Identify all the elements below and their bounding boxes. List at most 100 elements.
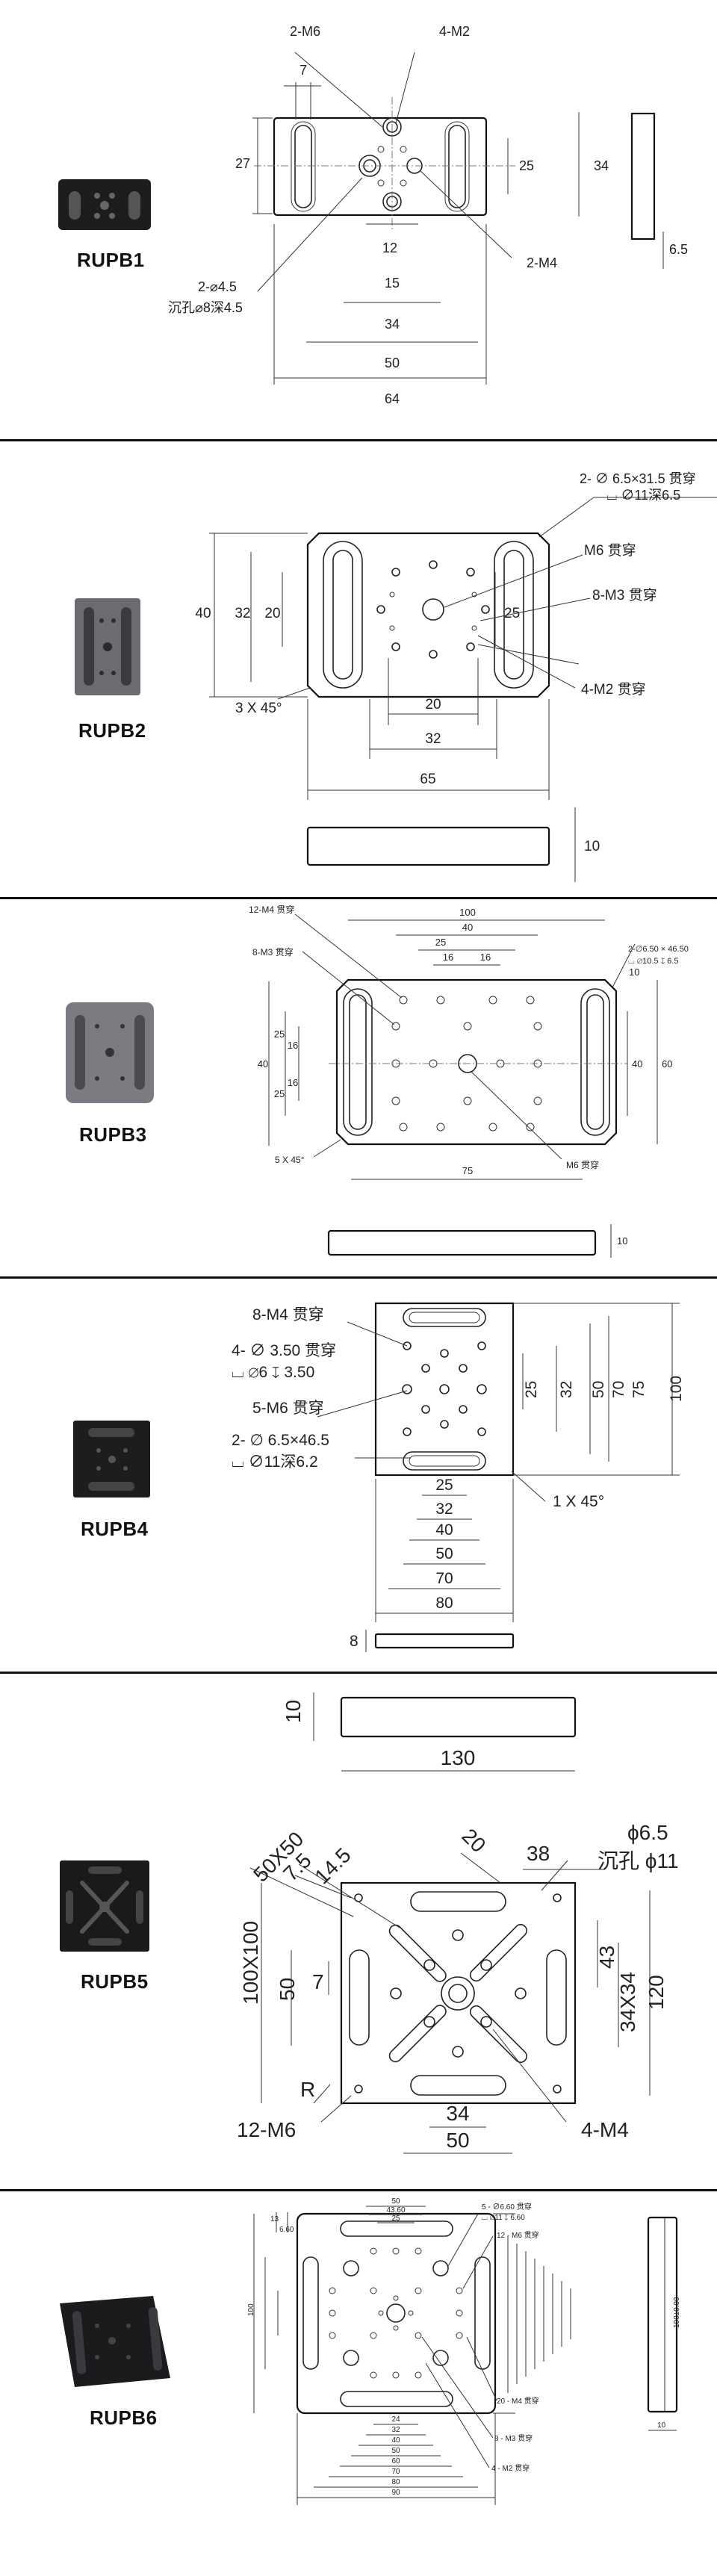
- callout-m6: 12-M6: [237, 2118, 296, 2141]
- product-rupb3: 100 40 25 16 16 10 40 25 16 25 16 40 60 …: [0, 899, 717, 1276]
- dim-6-5: 6.5: [669, 242, 688, 257]
- callout-h2: 沉孔 ϕ11: [598, 1849, 679, 1872]
- dim-b70: 70: [391, 2468, 400, 2476]
- callout-m3: 8-M3 贯穿: [252, 946, 294, 958]
- callout-s2: ⌴ ∅11深6.2: [232, 1453, 318, 1471]
- side-view-rupb3: [327, 1229, 597, 1256]
- photo-rupb5: [60, 1860, 149, 1952]
- dim-h25: 25: [435, 1477, 453, 1494]
- model-label-rupb2: RUPB2: [78, 719, 146, 742]
- model-label-rupb4: RUPB4: [81, 1518, 149, 1540]
- callout-m4: 4-M4: [581, 2118, 629, 2141]
- callout-chamfer: 1 X 45°: [553, 1493, 604, 1510]
- callout-slot2: ⌴ ∅10.5 ↧ 6.5: [628, 957, 678, 966]
- callout-hole1: 2-⌀4.5: [198, 279, 237, 294]
- dim-16vb: 16: [288, 1077, 298, 1088]
- callout-m4: 8-M4 贯穿: [252, 1306, 324, 1323]
- plate-rupb4: [374, 1302, 515, 1477]
- dim-130: 130: [441, 1746, 476, 1769]
- dim-65: 65: [420, 772, 435, 787]
- dim-34x34: 34X34: [616, 1972, 639, 2032]
- dim-25: 25: [435, 937, 446, 948]
- divider-2: [0, 897, 717, 899]
- dim-75: 75: [630, 1381, 648, 1398]
- dim-r100: 100±0.00: [673, 2297, 681, 2328]
- photo-rupb3: [66, 1002, 154, 1103]
- callout-m4: 20 - M4 贯穿: [497, 2396, 539, 2406]
- drawing-rupb4: 8-M4 贯穿 4- ∅ 3.50 贯穿 ⌴ ∅6 ↧ 3.50 5-M6 贯穿…: [73, 1302, 685, 1652]
- dim-50: 50: [276, 1978, 299, 2001]
- dim-75: 75: [462, 1165, 473, 1176]
- side-view-rupb5: [340, 1696, 577, 1738]
- callout-m6: M6 贯穿: [584, 542, 636, 559]
- dim-l100: 100: [247, 2303, 255, 2316]
- drawing-rupb1: 7 27 12 15 34 50 64 25 34 6.5 2-M6 4-M2 …: [58, 24, 688, 406]
- dim-t25: 25: [391, 2215, 400, 2223]
- product-rupb1: 7 27 12 15 34 50 64 25 34 6.5 2-M6 4-M2 …: [0, 0, 717, 441]
- dim-50b: 50: [446, 2129, 469, 2152]
- callout-slot2: ⌴ ∅11深6.5: [606, 488, 680, 503]
- plate-rupb3: [329, 978, 627, 1146]
- callout-m2: 4 - M2 贯穿: [491, 2463, 530, 2473]
- callout-m4: 12-M4 贯穿: [249, 904, 294, 915]
- dim-t43: 43.60: [386, 2206, 405, 2215]
- side-view-rupb4: [374, 1633, 515, 1649]
- callout-h2: ⌴ ∅6 ↧ 3.50: [232, 1364, 314, 1381]
- dim-h8: 8: [350, 1633, 358, 1650]
- divider-3: [0, 1276, 717, 1279]
- callout-4-m2: 4-M2: [439, 24, 470, 39]
- callout-m6: 12 - M6 贯穿: [497, 2230, 539, 2240]
- dim-20b: 20: [425, 697, 441, 713]
- dim-10b: 10: [617, 1235, 627, 1247]
- dim-7: 7: [312, 1970, 324, 1993]
- dim-50: 50: [385, 356, 400, 370]
- dim-h40: 40: [435, 1521, 453, 1539]
- dim-43: 43: [595, 1946, 618, 1969]
- dim-40: 40: [462, 922, 473, 933]
- dim-12: 12: [382, 240, 397, 255]
- dim-40: 40: [195, 606, 211, 621]
- callout-hole2: 沉孔⌀8深4.5: [168, 300, 243, 315]
- drawing-rupb3: 100 40 25 16 16 10 40 25 16 25 16 40 60 …: [66, 904, 689, 1258]
- dim-h70: 70: [435, 1570, 453, 1587]
- dim-25vb: 25: [274, 1088, 285, 1099]
- dim-10: 10: [584, 839, 600, 854]
- dim-b50: 50: [391, 2447, 400, 2455]
- dim-15: 15: [385, 276, 400, 291]
- photo-rupb2: [75, 598, 140, 695]
- plate-rupb1: [254, 97, 515, 232]
- dim-100: 100: [459, 907, 476, 918]
- dim-b24: 24: [391, 2415, 400, 2424]
- dim-70: 70: [610, 1381, 627, 1398]
- dim-7: 7: [299, 63, 307, 78]
- dim-16: 16: [443, 952, 453, 963]
- dim-h50: 50: [435, 1545, 453, 1562]
- photo-rupb4: [73, 1421, 150, 1498]
- dim-25: 25: [523, 1381, 540, 1398]
- drawing-rupb6: 50 43.60 25 13 6.60 5 - ∅6.60 贯穿 ⌴ ∅11 ↧…: [60, 2197, 681, 2505]
- divider-5: [0, 2189, 717, 2191]
- dim-32: 32: [558, 1381, 575, 1398]
- callout-s1: 2- ∅ 6.5×46.5: [232, 1432, 329, 1449]
- dim-t6: 6.60: [279, 2226, 294, 2234]
- dim-34: 34: [446, 2102, 469, 2125]
- divider-1: [0, 439, 717, 441]
- dim-100: 100: [668, 1376, 685, 1402]
- dim-60: 60: [662, 1058, 672, 1070]
- dim-27: 27: [235, 156, 250, 171]
- divider-4: [0, 1672, 717, 1674]
- dim-40r: 40: [632, 1058, 642, 1070]
- plate-rupb6: [296, 2212, 497, 2415]
- drawing-rupb5: 10 130 50X50 7.5 14.5 20 38 ϕ6.5 沉孔 ϕ11 …: [60, 1692, 679, 2154]
- callout-h1: 5 - ∅6.60 贯穿: [482, 2202, 532, 2212]
- callout-slot1: 2-∅6.50 × 46.50: [628, 945, 689, 954]
- dim-b80: 80: [391, 2478, 400, 2486]
- product-rupb5: 10 130 50X50 7.5 14.5 20 38 ϕ6.5 沉孔 ϕ11 …: [0, 1674, 717, 2189]
- plate-rupb5: [340, 1881, 577, 2105]
- dim-20: 20: [264, 606, 280, 621]
- photo-rupb1: [58, 179, 151, 230]
- dim-25v: 25: [274, 1028, 285, 1040]
- callout-chamfer: 5 X 45°: [275, 1155, 305, 1165]
- dim-40v: 40: [258, 1058, 268, 1070]
- dim-32b: 32: [425, 731, 441, 747]
